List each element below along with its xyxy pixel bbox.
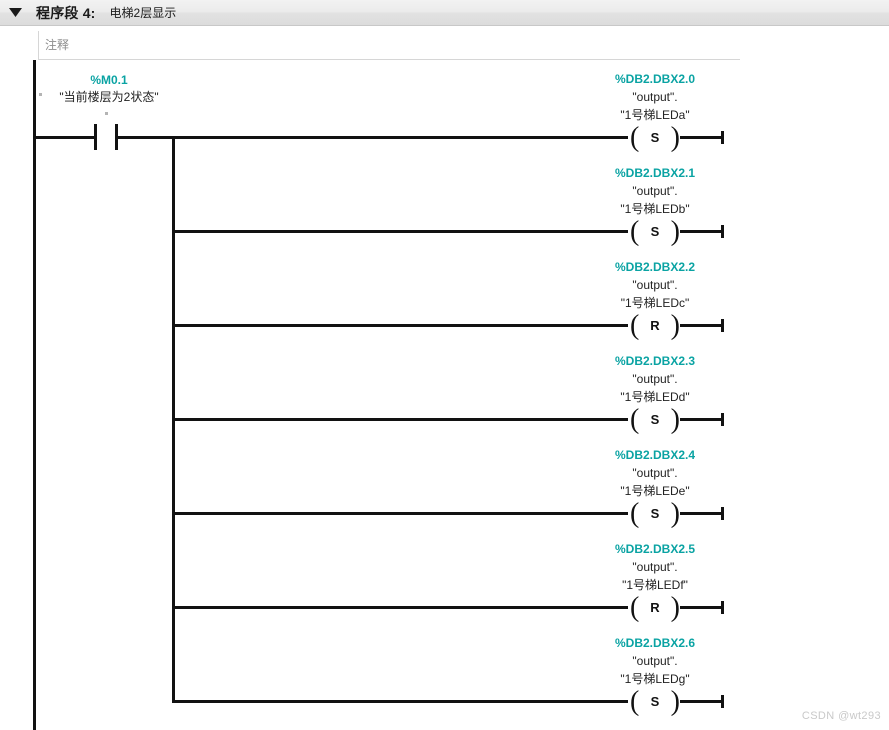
- coil-address: %DB2.DBX2.3: [614, 354, 696, 368]
- coil-paren-left: (: [630, 592, 640, 623]
- coil-operator: S: [650, 506, 660, 521]
- coil-paren-right: ): [670, 592, 680, 623]
- coil-output-wire: [680, 606, 724, 609]
- branch-wire: [172, 418, 628, 421]
- branch-wire: [172, 606, 628, 609]
- coil-address: %DB2.DBX2.6: [614, 636, 696, 650]
- network-header: 程序段 4: 电梯2层显示: [0, 0, 889, 26]
- network-comment-field[interactable]: 注释: [38, 31, 740, 60]
- coil-operator: S: [650, 412, 660, 427]
- network-subtitle: 电梯2层显示: [109, 6, 177, 20]
- coil-operand-label[interactable]: %DB2.DBX2.3 "output". "1号梯LEDd": [578, 352, 732, 406]
- coil-symbol-line-2: "1号梯LEDd": [620, 390, 690, 404]
- set-coil[interactable]: ( S ): [628, 499, 682, 529]
- rung-end-tick: [721, 319, 724, 332]
- coil-paren-right: ): [670, 686, 680, 717]
- ladder-diagram: %M0.1 "当前楼层为2状态" ( S ) %DB2.DBX2.0 "outp…: [0, 60, 889, 730]
- coil-symbol-line-2: "1号梯LEDa": [620, 108, 690, 122]
- coil-symbol-line-1: "output".: [632, 654, 678, 668]
- rung-wire-contact-to-bus: [115, 136, 175, 139]
- contact-bar-left: [94, 124, 97, 150]
- coil-symbol-line-1: "output".: [632, 278, 678, 292]
- coil-operator: S: [650, 224, 660, 239]
- branch-wire: [172, 512, 628, 515]
- coil-symbol-line-1: "output".: [632, 372, 678, 386]
- coil-output-wire: [680, 700, 724, 703]
- coil-paren-left: (: [630, 498, 640, 529]
- network-comment-placeholder: 注释: [45, 38, 70, 52]
- coil-paren-left: (: [630, 216, 640, 247]
- coil-paren-right: ): [670, 404, 680, 435]
- rung-end-tick: [721, 695, 724, 708]
- rung-end-tick: [721, 507, 724, 520]
- coil-operand-label[interactable]: %DB2.DBX2.4 "output". "1号梯LEDe": [578, 446, 732, 500]
- coil-paren-right: ): [670, 216, 680, 247]
- coil-symbol-line-2: "1号梯LEDc": [620, 296, 690, 310]
- coil-operand-label[interactable]: %DB2.DBX2.2 "output". "1号梯LEDc": [578, 258, 732, 312]
- set-coil[interactable]: ( S ): [628, 217, 682, 247]
- set-coil[interactable]: ( S ): [628, 405, 682, 435]
- coil-output-wire: [680, 136, 724, 139]
- coil-operand-label[interactable]: %DB2.DBX2.6 "output". "1号梯LEDg": [578, 634, 732, 688]
- contact-operand-label[interactable]: %M0.1 "当前楼层为2状态": [14, 72, 204, 106]
- coil-operand-label[interactable]: %DB2.DBX2.1 "output". "1号梯LEDb": [578, 164, 732, 218]
- coil-operator: S: [650, 694, 660, 709]
- coil-operator: R: [650, 318, 660, 333]
- triangle-down-icon[interactable]: [2, 0, 28, 26]
- set-coil[interactable]: ( S ): [628, 123, 682, 153]
- coil-symbol-line-1: "output".: [632, 560, 678, 574]
- coil-output-wire: [680, 512, 724, 515]
- left-power-rail: [33, 60, 36, 730]
- coil-output-wire: [680, 324, 724, 327]
- coil-address: %DB2.DBX2.5: [614, 542, 696, 556]
- branch-wire: [172, 700, 628, 703]
- reset-coil[interactable]: ( R ): [628, 593, 682, 623]
- coil-symbol-line-2: "1号梯LEDe": [620, 484, 690, 498]
- coil-symbol-line-1: "output".: [632, 466, 678, 480]
- coil-symbol-line-2: "1号梯LEDf": [622, 578, 688, 592]
- coil-operator: S: [650, 130, 660, 145]
- coil-operand-label[interactable]: %DB2.DBX2.0 "output". "1号梯LEDa": [578, 70, 732, 124]
- coil-symbol-line-2: "1号梯LEDg": [620, 672, 690, 686]
- coil-symbol-line-1: "output".: [632, 90, 678, 104]
- coil-paren-right: ): [670, 310, 680, 341]
- coil-output-wire: [680, 230, 724, 233]
- coil-address: %DB2.DBX2.4: [614, 448, 696, 462]
- rung-end-tick: [721, 225, 724, 238]
- rung-end-tick: [721, 601, 724, 614]
- coil-paren-left: (: [630, 404, 640, 435]
- edit-marker-dot-below: [105, 112, 108, 115]
- coil-symbol-line-2: "1号梯LEDb": [620, 202, 690, 216]
- rung-end-tick: [721, 131, 724, 144]
- contact-address: %M0.1: [90, 73, 128, 87]
- branch-wire: [172, 230, 628, 233]
- branch-wire: [172, 136, 628, 139]
- edit-marker-dot-left: [39, 93, 42, 96]
- coil-address: %DB2.DBX2.2: [614, 260, 696, 274]
- coil-paren-left: (: [630, 122, 640, 153]
- rung-end-tick: [721, 413, 724, 426]
- watermark: CSDN @wt293: [801, 710, 881, 722]
- coil-paren-left: (: [630, 310, 640, 341]
- coil-paren-left: (: [630, 686, 640, 717]
- coil-address: %DB2.DBX2.1: [614, 166, 696, 180]
- coil-output-wire: [680, 418, 724, 421]
- coil-symbol-line-1: "output".: [632, 184, 678, 198]
- rung-wire-rail-to-contact: [33, 136, 95, 139]
- reset-coil[interactable]: ( R ): [628, 311, 682, 341]
- coil-operand-label[interactable]: %DB2.DBX2.5 "output". "1号梯LEDf": [578, 540, 732, 594]
- coil-paren-right: ): [670, 498, 680, 529]
- coil-paren-right: ): [670, 122, 680, 153]
- set-coil[interactable]: ( S ): [628, 687, 682, 717]
- branch-wire: [172, 324, 628, 327]
- contact-symbol: "当前楼层为2状态": [59, 90, 159, 104]
- network-title: 程序段 4:: [36, 4, 96, 21]
- coil-operator: R: [650, 600, 660, 615]
- coil-address: %DB2.DBX2.0: [614, 72, 696, 86]
